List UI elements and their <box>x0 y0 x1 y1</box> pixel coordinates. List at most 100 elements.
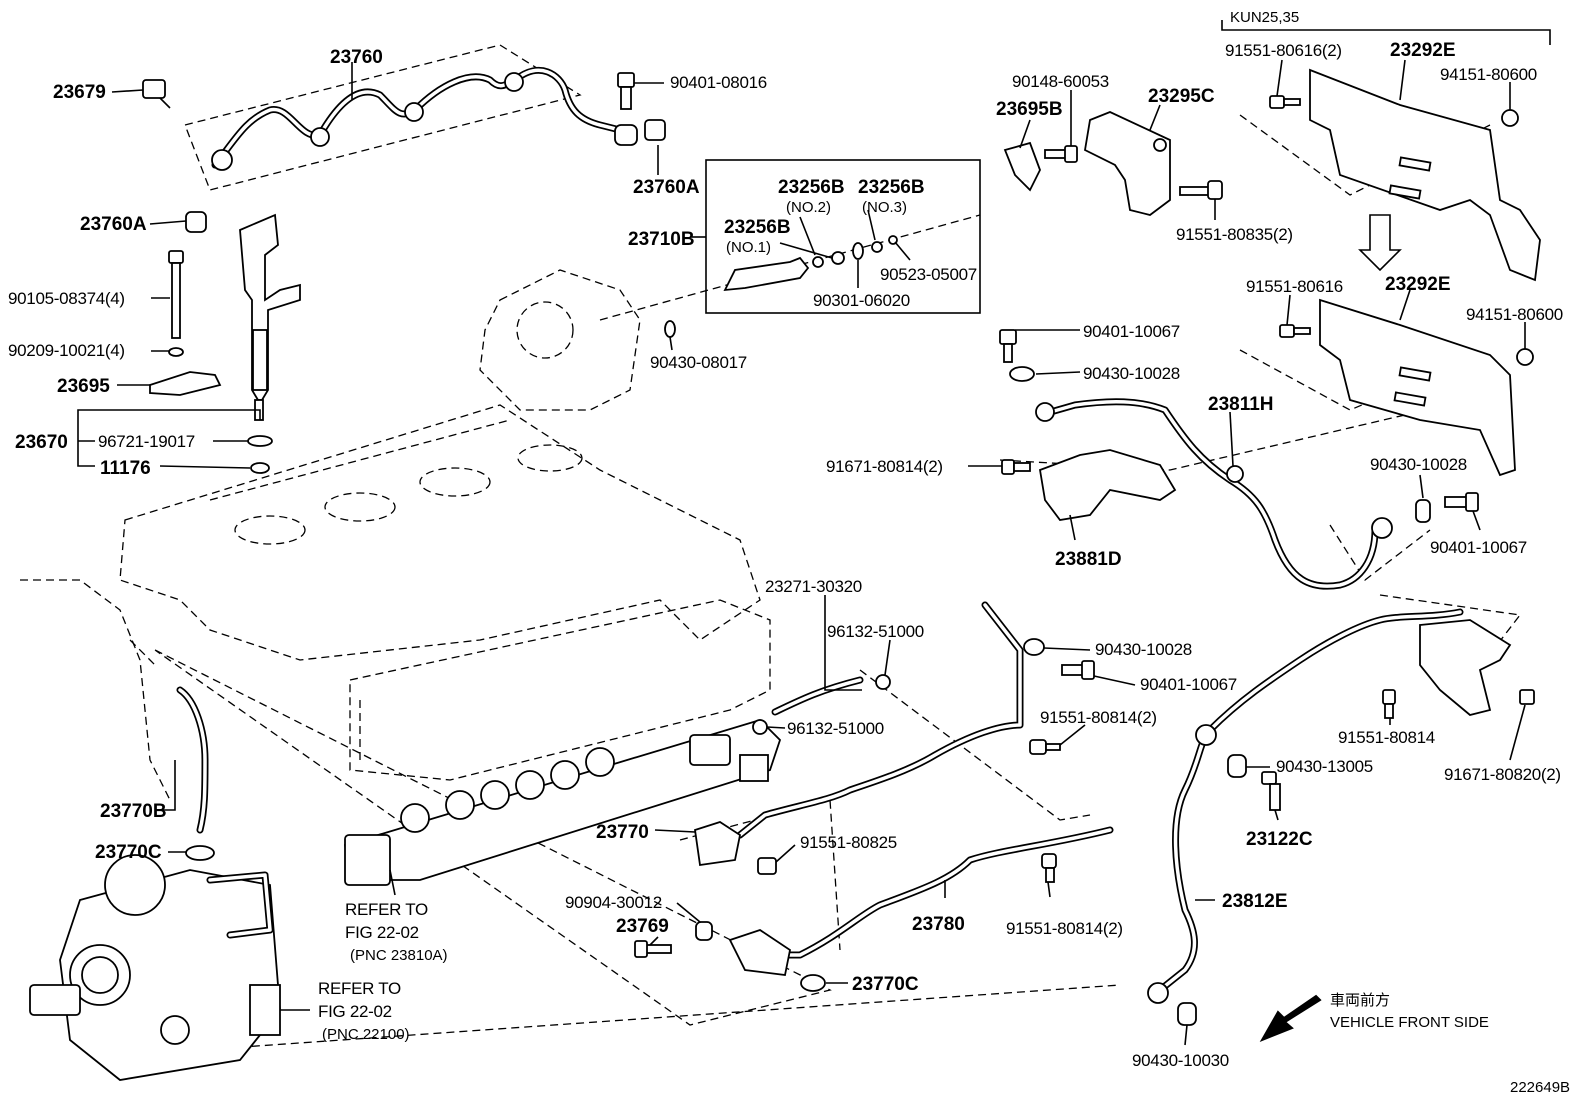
label-90430-10028-b: 90430-10028 <box>1370 455 1467 474</box>
bolt-91551-80825 <box>757 857 777 875</box>
label-23295C: 23295C <box>1148 86 1215 107</box>
bolt-91551-80616-top <box>1269 95 1301 109</box>
washer-90430-10028-a <box>1009 366 1035 382</box>
label-91551-80814-2a: 91551-80814(2) <box>1040 708 1157 727</box>
bolt-90401-10067-b <box>1444 492 1479 512</box>
label-94151-top: 94151-80600 <box>1440 65 1537 84</box>
bracket-23292E-top <box>1309 68 1541 282</box>
label-23256B-no3: 23256B <box>858 177 925 198</box>
nut-94151-top <box>1501 109 1519 127</box>
label-23256B-no1: 23256B <box>724 217 791 238</box>
bolt-91551-80616-mid <box>1279 324 1311 338</box>
injector-23670 <box>239 213 301 421</box>
bolt-90148 <box>1044 145 1078 163</box>
label-91551-80835: 91551-80835(2) <box>1176 225 1293 244</box>
kit-box-23710B <box>705 159 981 314</box>
clamp-23695 <box>149 371 222 396</box>
washer-90430-10028-c <box>1023 638 1045 656</box>
labels: 23760 23679 90401-08016 23760A 23760A 90… <box>8 9 1570 1096</box>
label-no1: (NO.1) <box>726 239 771 256</box>
clamp-23770C-bot <box>800 974 826 992</box>
label-94151-mid: 94151-80600 <box>1466 305 1563 324</box>
bolt-23769 <box>634 940 672 958</box>
down-arrow-icon <box>1358 214 1402 272</box>
label-23256B-no2: 23256B <box>778 177 845 198</box>
ref2-line2: FIG 22-02 <box>318 1002 392 1021</box>
label-23770B: 23770B <box>100 801 167 822</box>
label-23679: 23679 <box>53 82 106 103</box>
ref2-line3: (PNC 22100) <box>322 1026 410 1043</box>
bracket-23695B <box>1003 141 1041 192</box>
bracket-23881D <box>1038 449 1177 521</box>
label-91551-80825: 91551-80825 <box>800 833 897 852</box>
label-91671-80814: 91671-80814(2) <box>826 457 943 476</box>
label-90301: 90301-06020 <box>813 291 910 310</box>
label-model-code: KUN25,35 <box>1230 9 1299 26</box>
label-no2: (NO.2) <box>786 199 831 216</box>
nut-94151-mid <box>1516 348 1534 366</box>
label-23670: 23670 <box>15 432 68 453</box>
label-23769: 23769 <box>616 916 669 937</box>
label-23770C-top: 23770C <box>95 842 162 863</box>
clamp-90904 <box>695 921 713 941</box>
ref1-line3: (PNC 23810A) <box>350 947 448 964</box>
clamp-23760A-top <box>614 119 666 146</box>
bolt-23122C <box>1261 771 1281 811</box>
label-23780: 23780 <box>912 914 965 935</box>
leader-lines <box>77 20 1551 1046</box>
washer-90430-10030 <box>1177 1002 1197 1026</box>
label-91551-80616-2: 91551-80616(2) <box>1225 41 1342 60</box>
figure-id: 222649B <box>1510 1079 1570 1096</box>
bolt-91551-80814-a <box>1029 739 1061 755</box>
washer-90430-08017 <box>664 320 676 338</box>
label-90430-08017: 90430-08017 <box>650 353 747 372</box>
clamp-23770C-top <box>185 845 215 861</box>
label-23292E-top: 23292E <box>1390 40 1456 61</box>
front-side-japanese: 車両前方 <box>1330 992 1390 1009</box>
engine-outline <box>20 404 771 801</box>
vehicle-front-arrow-icon <box>1259 994 1322 1042</box>
label-23271: 23271-30320 <box>765 577 862 596</box>
label-90401-10067-b: 90401-10067 <box>1430 538 1527 557</box>
label-23812E: 23812E <box>1222 891 1288 912</box>
label-23760: 23760 <box>330 47 383 68</box>
washer-90430-10028-b <box>1415 499 1431 523</box>
label-23811H: 23811H <box>1208 394 1274 415</box>
bolt-91551-80814-right <box>1382 689 1396 719</box>
label-23292E-mid: 23292E <box>1385 274 1451 295</box>
pipe-23811H <box>1035 398 1393 590</box>
pipe-23812E <box>1147 608 1464 1004</box>
label-23695B: 23695B <box>996 99 1063 120</box>
bolt-91551-80814-b <box>1041 853 1057 883</box>
common-rail <box>343 718 782 886</box>
bolt-23679 <box>142 79 171 109</box>
label-90401-08016: 90401-08016 <box>670 73 767 92</box>
label-90105: 90105-08374(4) <box>8 289 125 308</box>
label-90430-10028-c: 90430-10028 <box>1095 640 1192 659</box>
bolt-91671-80814 <box>1001 459 1031 475</box>
bracket-23292E-mid <box>1319 298 1516 477</box>
bolt-90401-08016 <box>617 72 635 110</box>
label-96132-b: 96132-51000 <box>787 719 884 738</box>
label-96132-a: 96132-51000 <box>827 622 924 641</box>
label-23881D: 23881D <box>1055 549 1122 570</box>
pipe-23780 <box>728 826 1114 976</box>
label-91551-80814-2b: 91551-80814(2) <box>1006 919 1123 938</box>
label-90401-10067-a: 90401-10067 <box>1083 322 1180 341</box>
bolt-90105 <box>168 250 184 339</box>
label-90430-10028-a: 90430-10028 <box>1083 364 1180 383</box>
bolt-91671-80820 <box>1519 689 1535 705</box>
label-23695: 23695 <box>57 376 110 397</box>
label-23770: 23770 <box>596 822 649 843</box>
bolt-91551-80835 <box>1179 180 1223 200</box>
label-11176: 11176 <box>100 458 151 479</box>
hose-23770B <box>176 686 209 834</box>
label-91671-80820: 91671-80820(2) <box>1444 765 1561 784</box>
label-no3: (NO.3) <box>862 199 907 216</box>
label-91551-80814: 91551-80814 <box>1338 728 1435 747</box>
label-91551-80616: 91551-80616 <box>1246 277 1343 296</box>
bolt-90401-10067-a <box>999 329 1017 363</box>
pump-housing-outline <box>479 269 641 411</box>
label-90401-10067-c: 90401-10067 <box>1140 675 1237 694</box>
